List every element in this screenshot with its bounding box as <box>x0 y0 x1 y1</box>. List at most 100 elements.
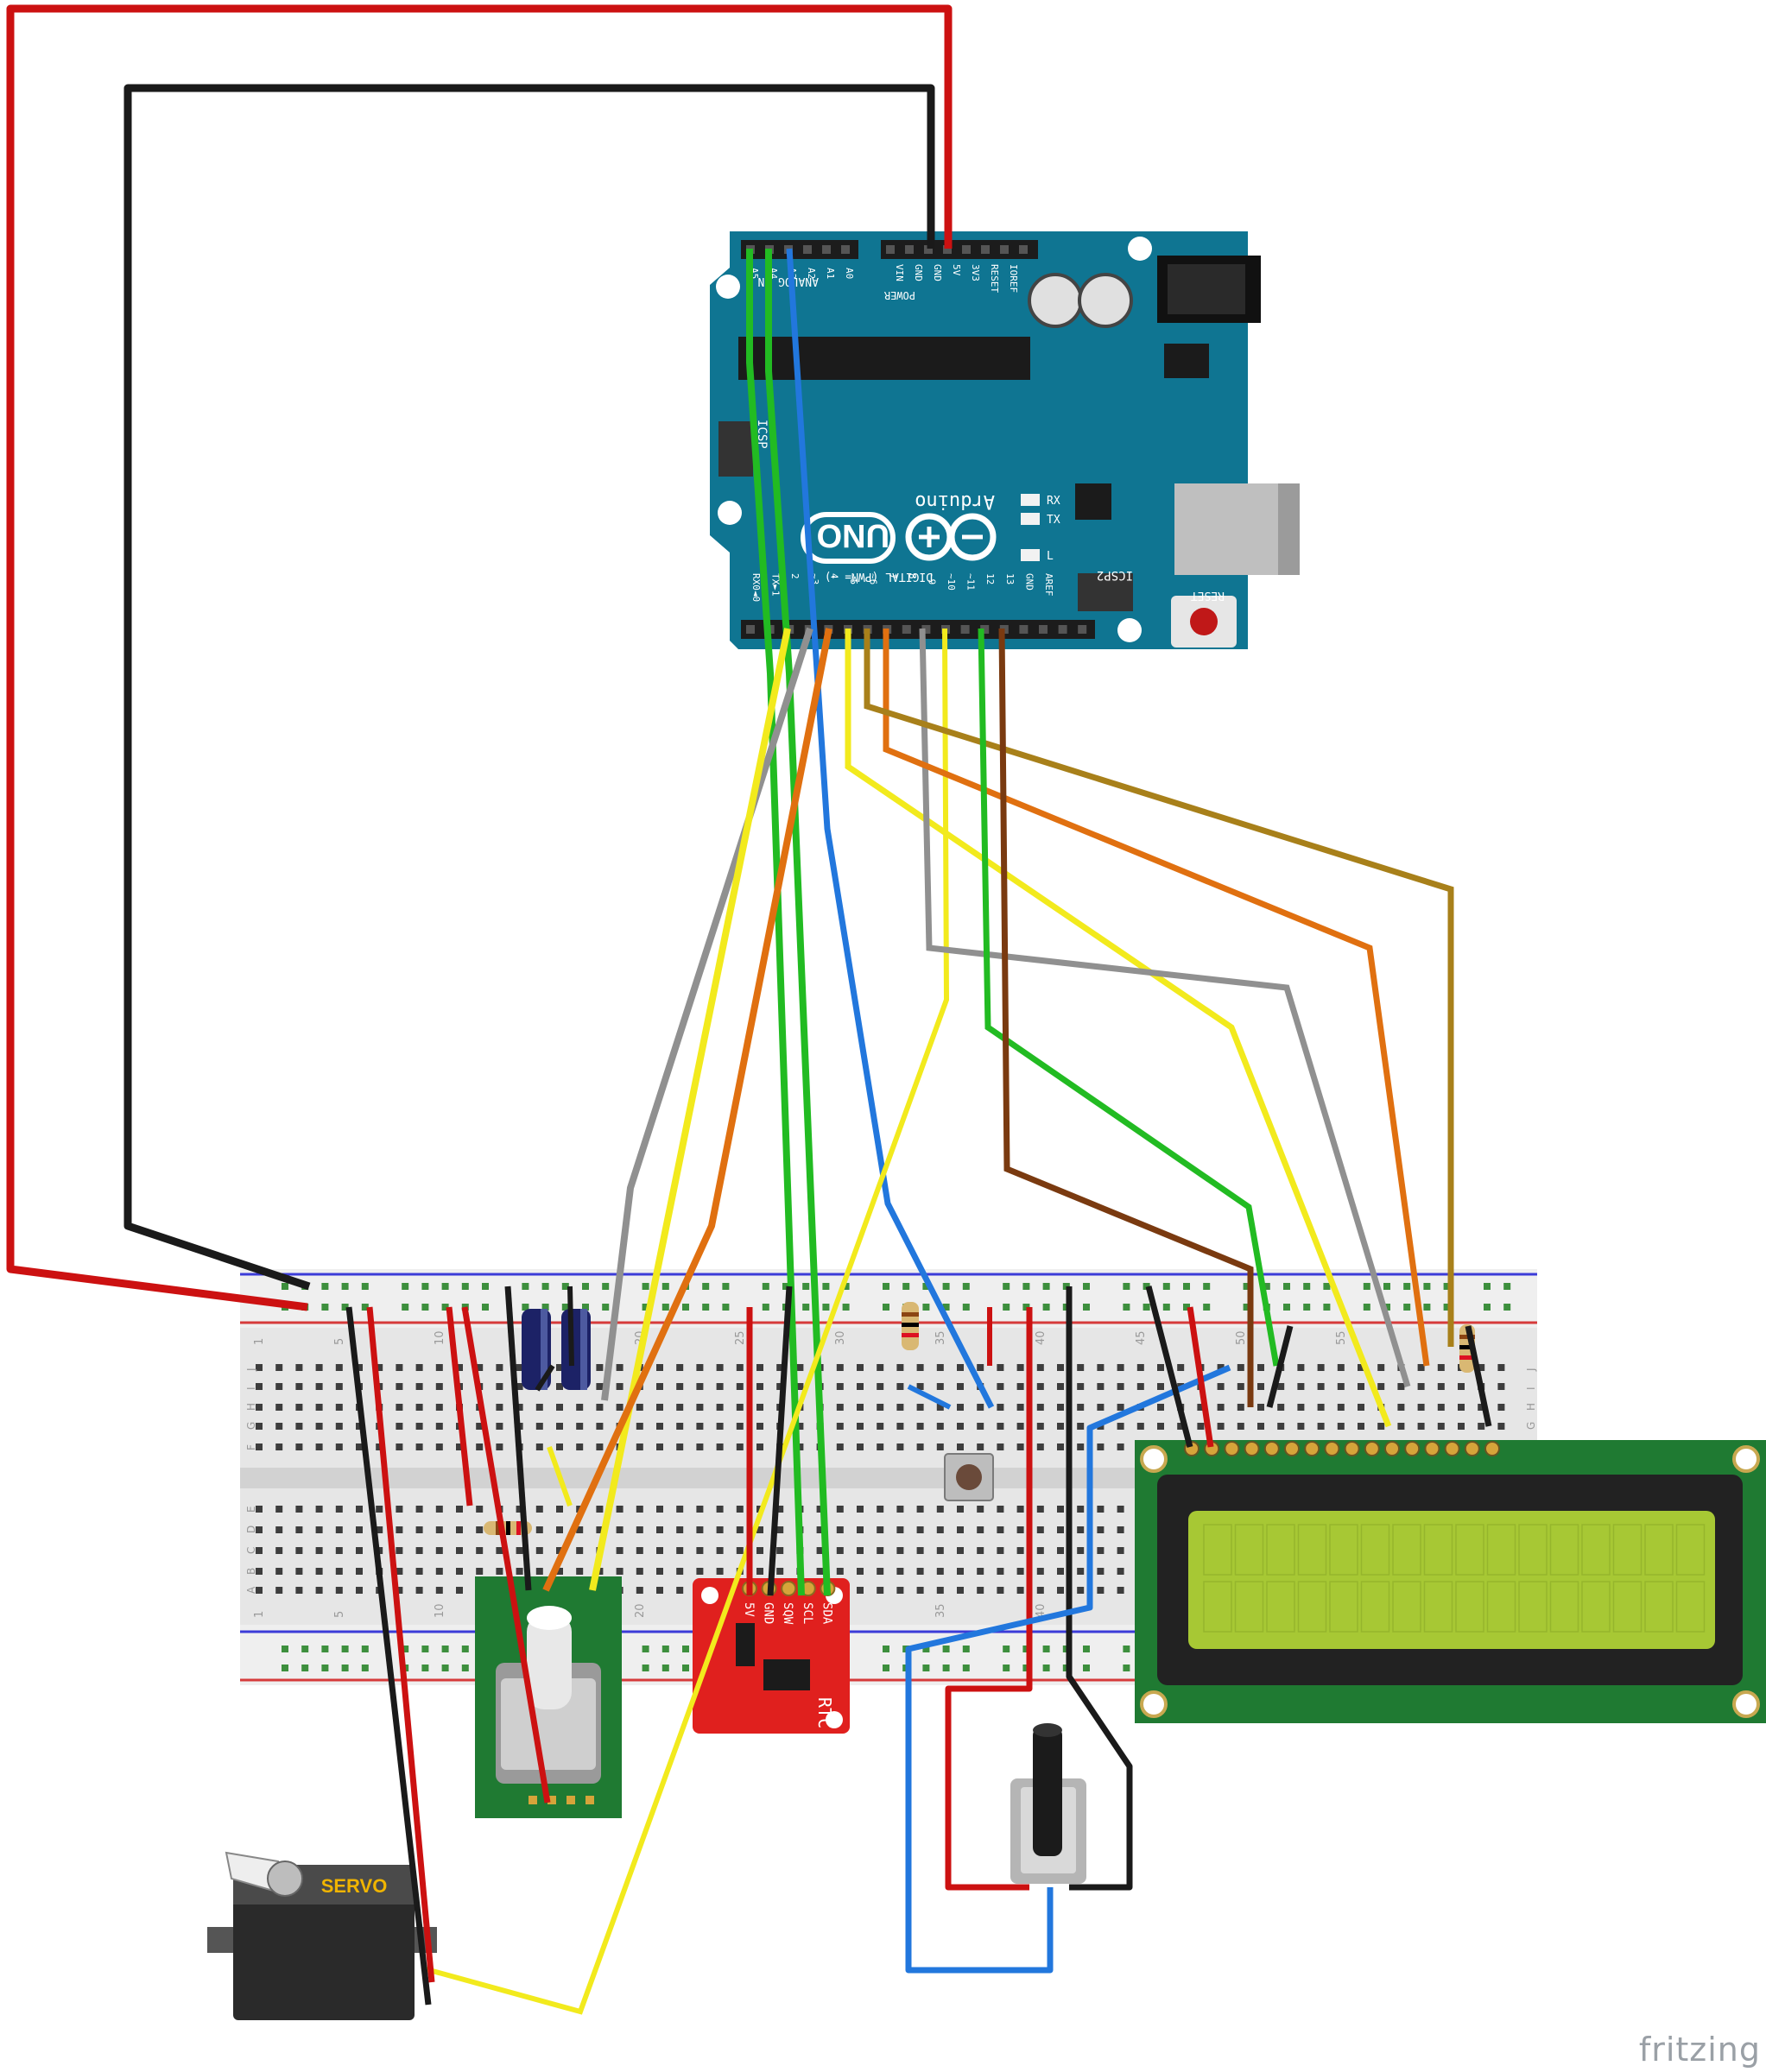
rtc-pin-label: SDA <box>820 1602 833 1625</box>
row-letter: J <box>1525 1368 1537 1372</box>
rtc-pin <box>781 1581 797 1596</box>
rtc-crystal <box>736 1623 755 1666</box>
reset-label: RESET <box>1191 589 1225 602</box>
breadboard-hole <box>716 1364 724 1371</box>
breadboard-hole <box>1016 1383 1024 1390</box>
breadboard-hole <box>516 1506 523 1513</box>
breadboard-hole <box>896 1364 904 1371</box>
breadboard-hole <box>1077 1423 1085 1430</box>
breadboard-hole <box>676 1443 684 1450</box>
breadboard-hole <box>1057 1404 1064 1411</box>
breadboard-hole <box>576 1526 584 1533</box>
breadboard-hole <box>1497 1383 1505 1390</box>
breadboard-hole <box>857 1383 864 1390</box>
breadboard-hole <box>1077 1364 1085 1371</box>
rail-hole <box>1083 1665 1090 1671</box>
resistor-icon <box>902 1302 919 1350</box>
breadboard-hole <box>916 1443 924 1450</box>
breadboard-hole <box>977 1587 984 1594</box>
row-letter: A <box>245 1586 257 1594</box>
breadboard-hole <box>1197 1404 1205 1411</box>
breadboard-hole <box>335 1364 343 1371</box>
rail-hole <box>1042 1283 1050 1290</box>
breadboard-hole <box>756 1568 763 1575</box>
wire-5v-red <box>6 4 953 1311</box>
wire-d4-orange <box>542 628 832 1592</box>
breadboard-hole <box>997 1526 1004 1533</box>
breadboard-hole <box>435 1526 443 1533</box>
breadboard-hole <box>616 1547 623 1554</box>
breadboard-hole <box>656 1568 663 1575</box>
breadboard-hole <box>1437 1383 1445 1390</box>
digital-pin-label: ~10 <box>946 573 957 591</box>
resistor-icon <box>484 1521 532 1535</box>
breadboard-hole <box>916 1547 924 1554</box>
breadboard-hole <box>1057 1526 1064 1533</box>
breadboard-hole <box>997 1587 1004 1594</box>
breadboard-hole <box>1397 1423 1405 1430</box>
breadboard-hole <box>957 1364 964 1371</box>
breadboard-hole <box>1117 1383 1124 1390</box>
breadboard-hole <box>1036 1423 1044 1430</box>
breadboard-hole <box>1097 1526 1105 1533</box>
breadboard-hole <box>1057 1506 1064 1513</box>
breadboard-hole <box>275 1443 283 1450</box>
breadboard-hole <box>556 1547 563 1554</box>
rail-hole <box>942 1665 950 1671</box>
lcd-character-cell <box>1581 1581 1611 1633</box>
row-letter: C <box>245 1547 257 1554</box>
rail-hole <box>1503 1304 1511 1311</box>
breadboard-hole <box>1016 1587 1024 1594</box>
rail-hole <box>962 1665 970 1671</box>
breadboard-hole <box>857 1506 864 1513</box>
breadboard-hole <box>636 1443 643 1450</box>
lcd-character-cell <box>1549 1524 1579 1576</box>
breadboard-hole <box>576 1404 584 1411</box>
breadboard-hole <box>997 1383 1004 1390</box>
rail-hole <box>1003 1304 1010 1311</box>
breadboard-hole <box>435 1364 443 1371</box>
capacitor-icon <box>1028 273 1083 328</box>
breadboard-hole <box>977 1568 984 1575</box>
header-pin <box>746 625 755 634</box>
icsp2-label: ICSP2 <box>1097 568 1133 582</box>
breadboard-hole <box>736 1423 744 1430</box>
column-number-bottom: 10 <box>434 1603 446 1618</box>
digital-pin-label: 2 <box>789 573 801 579</box>
breadboard-hole <box>295 1506 303 1513</box>
rail-hole <box>1243 1304 1250 1311</box>
digital-pin-label: ~9 <box>926 573 937 584</box>
rail-hole <box>321 1304 329 1311</box>
breadboard-hole <box>616 1506 623 1513</box>
breadboard-hole <box>1377 1364 1385 1371</box>
rail-hole <box>522 1283 529 1290</box>
analog-pin-label: A2 <box>806 268 817 279</box>
rail-hole <box>1283 1304 1290 1311</box>
breadboard-hole <box>295 1383 303 1390</box>
breadboard-hole <box>516 1364 523 1371</box>
breadboard-hole <box>315 1423 323 1430</box>
breadboard-hole <box>877 1364 884 1371</box>
breadboard-hole <box>736 1526 744 1533</box>
rail-hole <box>1022 1283 1030 1290</box>
breadboard-hole <box>1157 1383 1164 1390</box>
breadboard-hole <box>756 1383 763 1390</box>
breadboard-hole <box>997 1443 1004 1450</box>
breadboard-hole <box>1337 1383 1345 1390</box>
atmega-chip <box>738 337 1030 380</box>
breadboard-hole <box>335 1443 343 1450</box>
breadboard-hole <box>1237 1383 1244 1390</box>
breadboard-hole <box>816 1547 824 1554</box>
rtc-pin-label: SQW <box>781 1602 794 1625</box>
breadboard-hole <box>936 1404 944 1411</box>
breadboard-hole <box>596 1506 604 1513</box>
breadboard-hole <box>535 1526 543 1533</box>
breadboard-hole <box>275 1526 283 1533</box>
breadboard-hole <box>1478 1404 1485 1411</box>
breadboard-hole <box>936 1443 944 1450</box>
voltage-regulator <box>1164 344 1209 378</box>
breadboard-hole <box>1417 1364 1425 1371</box>
breadboard-hole <box>957 1547 964 1554</box>
breadboard-hole <box>1257 1364 1264 1371</box>
breadboard-hole <box>676 1404 684 1411</box>
